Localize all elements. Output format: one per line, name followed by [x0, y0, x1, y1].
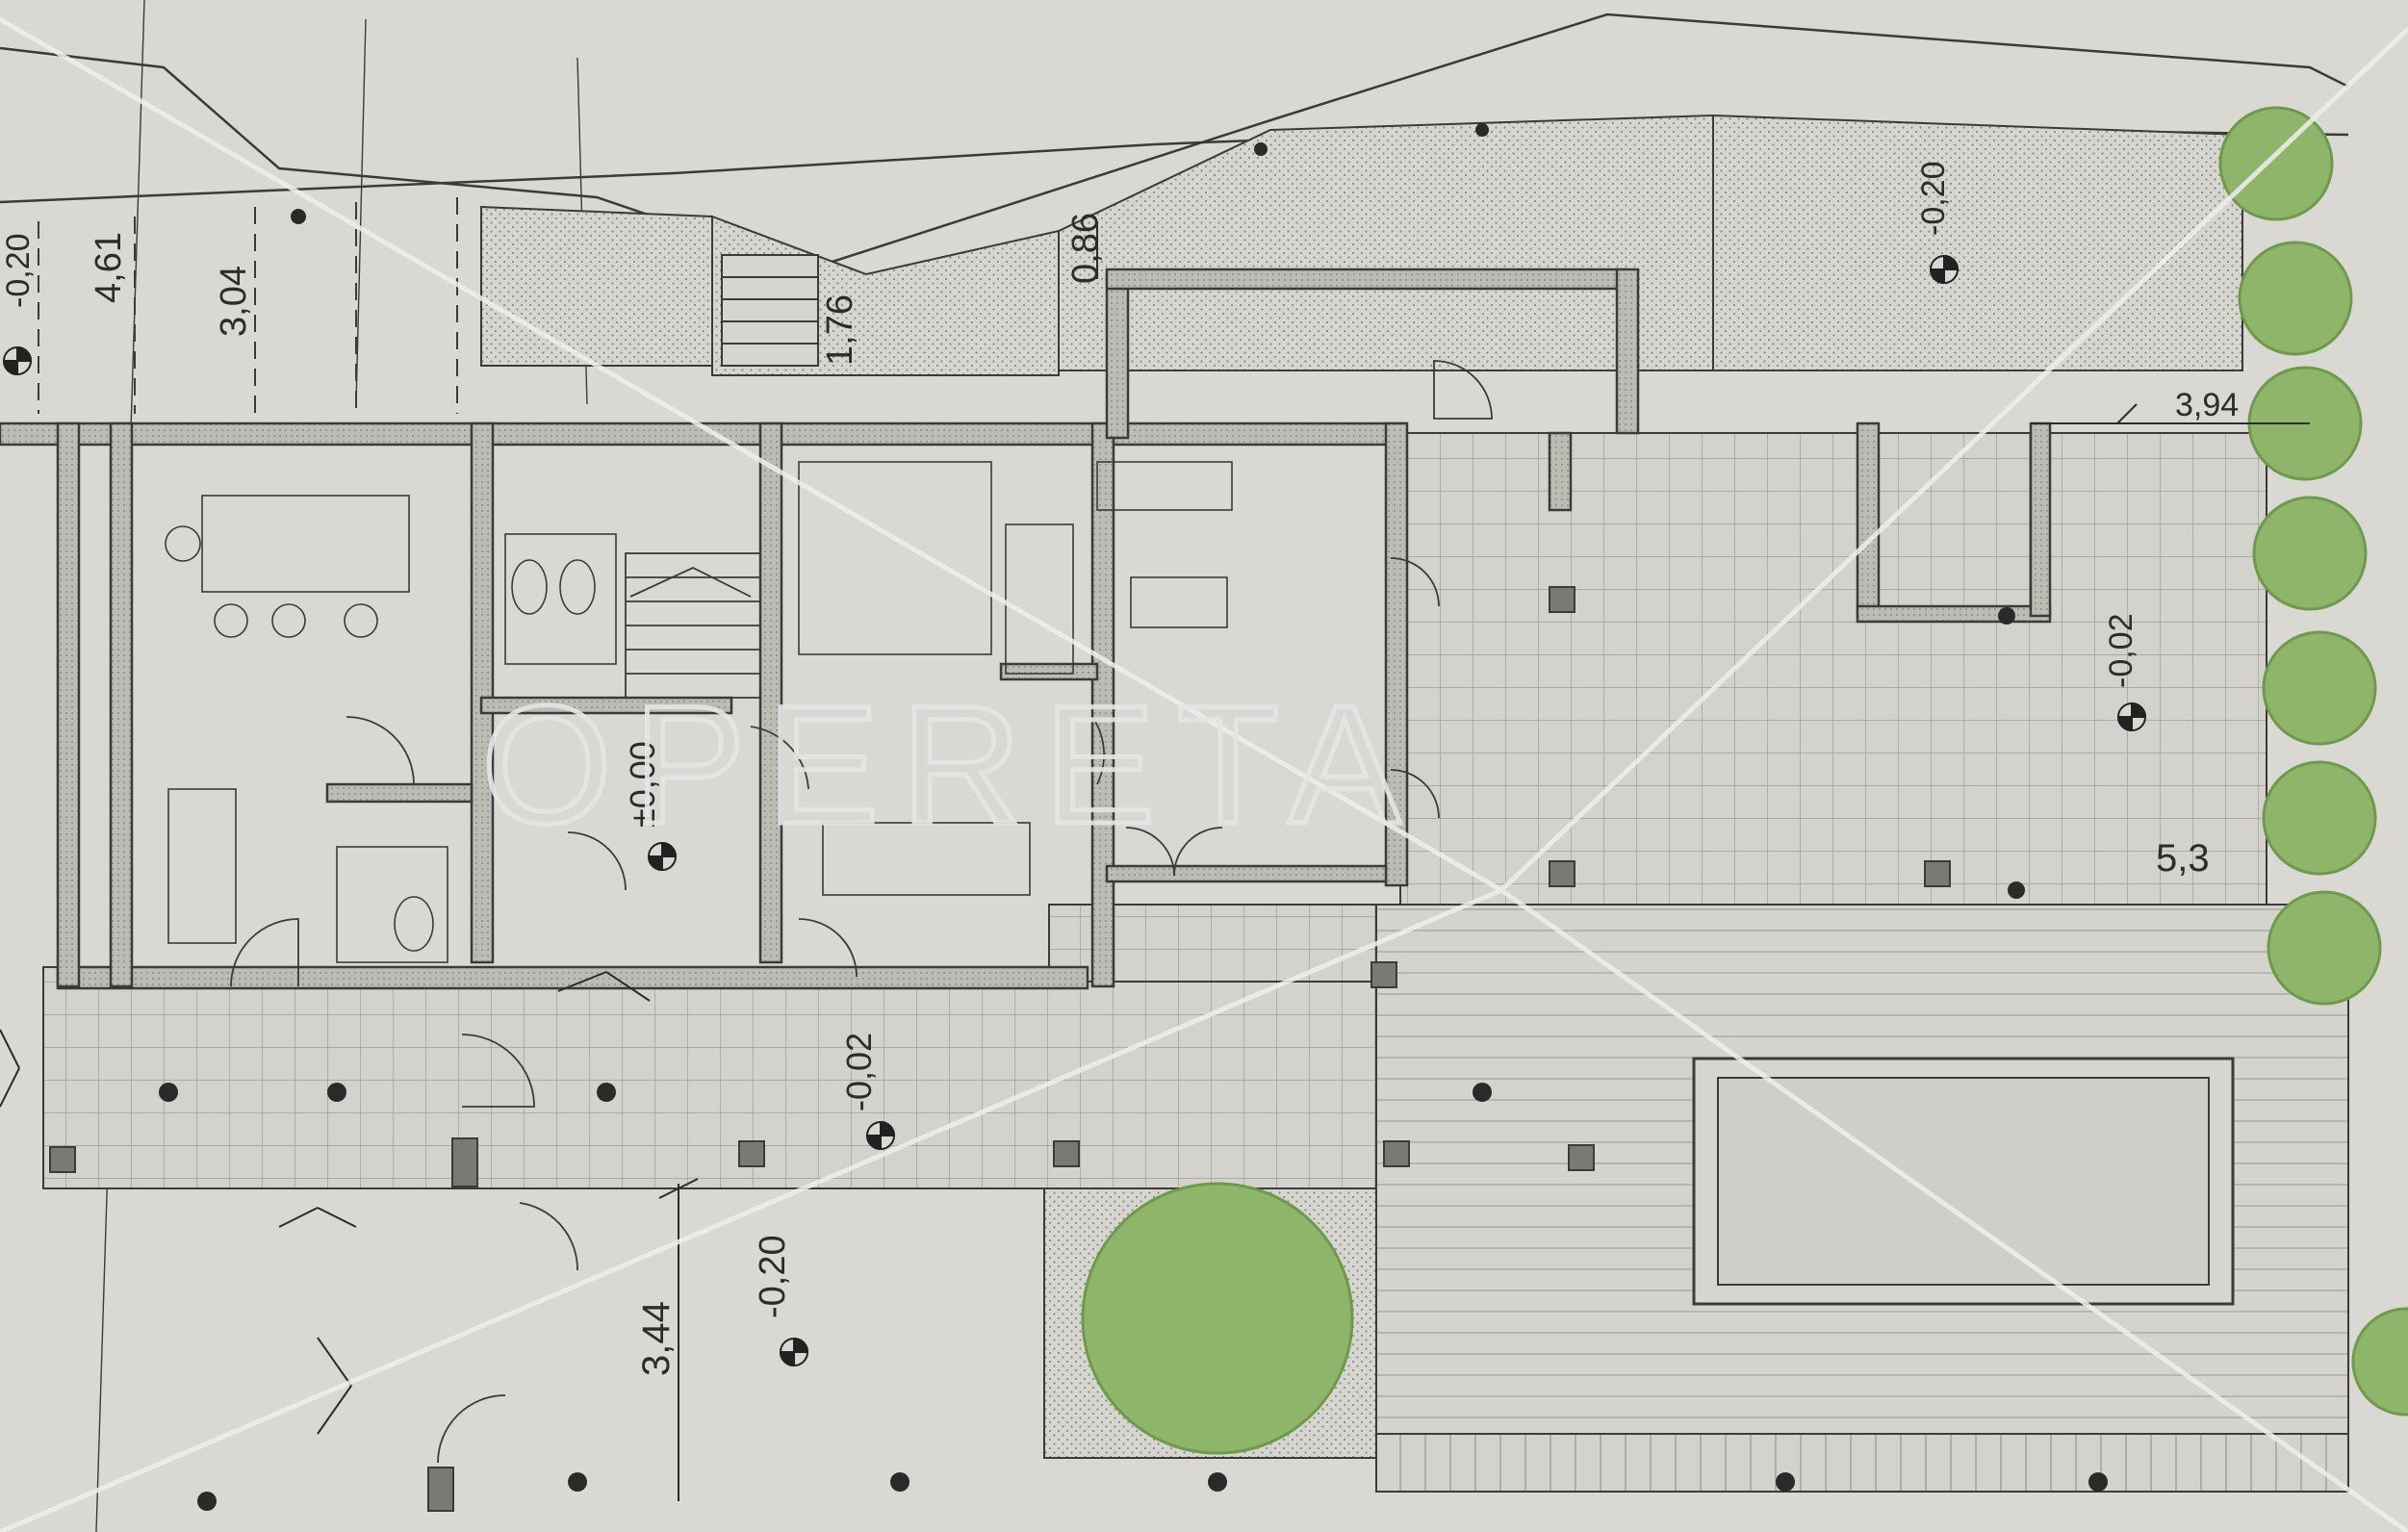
dim-0-20-bottom: -0,20	[753, 1235, 793, 1318]
level-markers	[2, 254, 2147, 1367]
watermark-lines	[0, 16, 2408, 1532]
tiled-terrace-right	[1399, 432, 2267, 906]
furniture	[165, 461, 1233, 963]
tiled-terrace-front	[42, 966, 1603, 1189]
dim-5-3: 5,3	[2156, 837, 2210, 880]
dim-3-04: 3,04	[214, 266, 254, 337]
lawn-strip	[1375, 1433, 2349, 1493]
parking-stripes	[38, 197, 458, 414]
swimming-pool	[1692, 1057, 2235, 1306]
dimension-lines	[0, 221, 2310, 1501]
door-swings	[230, 360, 1493, 1464]
dim-4-61: 4,61	[89, 232, 129, 303]
dim-0-20-left: -0,20	[0, 234, 37, 309]
dim-0-02-terrace: -0,02	[839, 1033, 879, 1111]
dim-0-00: ±0,00	[623, 741, 662, 828]
building-walls	[0, 268, 2052, 990]
dim-3-94: 3,94	[2175, 387, 2239, 423]
dim-3-44: 3,44	[635, 1301, 678, 1376]
dim-0-20-top: -0,20	[1915, 162, 1952, 237]
column-posts	[49, 586, 1951, 1512]
interior-staircase	[625, 552, 761, 699]
dim-0-86: 0,86	[1065, 213, 1106, 284]
dim-0-02-right: -0,02	[2103, 614, 2139, 689]
round-posts	[159, 123, 2108, 1511]
watermark-text: OPERETA	[481, 672, 1422, 859]
entry-steps	[721, 254, 819, 367]
dim-1-76: 1,76	[820, 294, 860, 366]
